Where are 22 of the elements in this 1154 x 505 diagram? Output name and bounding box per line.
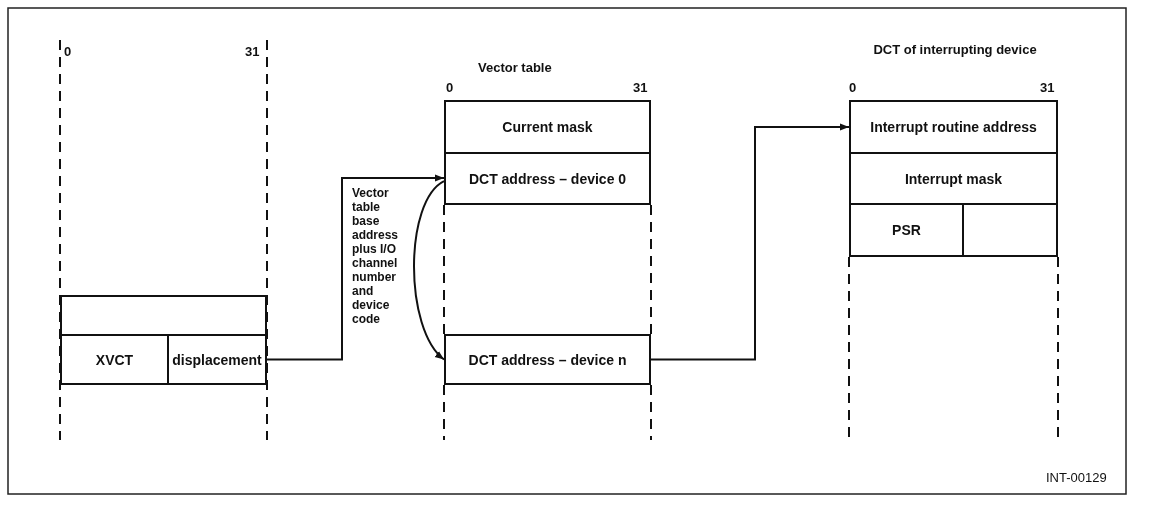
bit-number: 0 [64, 44, 72, 59]
table-heading: Vector table [478, 60, 552, 75]
table-heading: DCT of interrupting device [872, 42, 1038, 57]
edge-label: Vector table base address plus I/O channel number and device code [352, 186, 399, 326]
bit-number: 31 [633, 80, 648, 95]
register-field: displacement [167, 334, 267, 385]
register-field: DCT address – device 0 [444, 152, 651, 205]
arrow [413, 180, 445, 361]
register-field: DCT address – device n [444, 334, 651, 385]
bit-number: 31 [245, 44, 260, 59]
register-field: PSR [849, 203, 964, 257]
register-field: XVCT [60, 334, 169, 385]
bit-number: 31 [1040, 80, 1055, 95]
bit-number: 0 [446, 80, 454, 95]
register-field: Interrupt routine address [849, 100, 1058, 154]
register-field: Current mask [444, 100, 651, 154]
figure-number: INT-00129 [1046, 470, 1107, 485]
bit-number: 0 [849, 80, 857, 95]
empty-field [60, 295, 267, 336]
register-field: Interrupt mask [849, 152, 1058, 205]
arrow [650, 123, 850, 361]
arrow [266, 174, 445, 361]
